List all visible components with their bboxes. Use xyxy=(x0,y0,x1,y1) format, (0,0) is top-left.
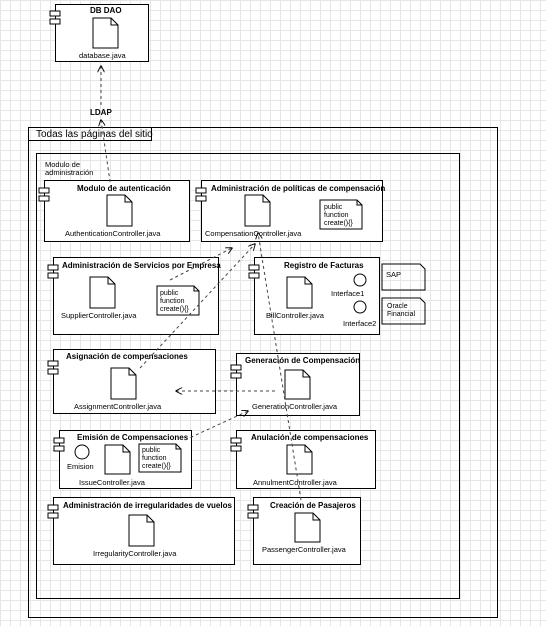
oracle-financial-label: Oracle Financial xyxy=(387,303,416,318)
emision-lollipop xyxy=(74,444,90,460)
irregularity-file-label: IrregularityController.java xyxy=(93,549,177,558)
bill-interface2-label: Interface2 xyxy=(343,319,377,328)
supplier-file-icon xyxy=(89,276,116,309)
compensation-code-note: public function create(){} xyxy=(324,204,353,227)
assignment-to-compensation-connector xyxy=(139,244,255,369)
supplier-code-note: public function create(){} xyxy=(160,290,189,313)
passenger-title: Creación de Pasajeros xyxy=(270,501,356,510)
auth-file-label: AuthenticationController.java xyxy=(65,229,161,238)
annulment-file-icon xyxy=(286,444,313,475)
db-dao-component-icon xyxy=(49,10,61,17)
bill-component-icon xyxy=(248,264,260,271)
compensation-note-box xyxy=(319,199,363,230)
assignment-file-label: AssignmentController.java xyxy=(74,402,162,411)
component-supplier[interactable] xyxy=(53,257,219,335)
auth-component-icon xyxy=(38,187,50,194)
irregularity-title: Administración de irregularidades de vue… xyxy=(63,501,232,510)
issue-file-label: IssueController.java xyxy=(79,478,145,487)
annulment-component-icon xyxy=(230,437,242,444)
passenger-file-label: PassengerController.java xyxy=(262,545,346,554)
generation-title: Generación de Compensación xyxy=(245,356,361,365)
admin-package-title: Modulo de administración xyxy=(45,160,94,177)
generation-file-icon xyxy=(284,369,311,400)
component-compensation[interactable] xyxy=(201,180,383,242)
sap-note-box xyxy=(381,263,426,291)
db-dao-file-label: database.java xyxy=(79,51,126,60)
assignment-file-icon xyxy=(110,367,137,400)
supplier-to-compensation-connector xyxy=(169,248,232,281)
compensation-file-label: CompensationController.java xyxy=(205,229,302,238)
issue-file-icon xyxy=(104,444,131,475)
interface2-lollipop xyxy=(353,300,367,314)
issue-code-note: public function create(){} xyxy=(142,447,171,470)
generation-component-icon xyxy=(230,364,242,371)
bill-title: Registro de Facturas xyxy=(284,261,364,270)
supplier-file-label: SupplierController.java xyxy=(61,311,137,320)
issue-note-box xyxy=(138,443,182,473)
issue-title: Emisión de Compensaciones xyxy=(77,433,189,442)
assignment-component-icon xyxy=(47,360,59,367)
database-file-icon xyxy=(92,17,119,49)
site-package-tab xyxy=(28,127,152,141)
compensation-title: Administración de políticas de compensac… xyxy=(211,184,386,193)
bill-file-label: BillController.java xyxy=(266,311,324,320)
issue-to-generation-connector xyxy=(184,411,248,441)
annulment-title: Anulación de compensaciones xyxy=(251,433,369,442)
generation-file-label: GenerationController.java xyxy=(252,402,338,411)
bill-interface1-label: Interface1 xyxy=(331,289,365,298)
passenger-component-icon xyxy=(247,504,259,511)
auth-file-icon xyxy=(106,194,133,227)
irregularity-component-icon xyxy=(47,504,59,511)
site-package xyxy=(28,127,498,618)
sap-label: SAP xyxy=(386,270,402,279)
passenger-file-icon xyxy=(294,512,321,543)
compensation-component-icon xyxy=(195,187,207,194)
db-dao-title: DB DAO xyxy=(90,6,122,15)
auth-to-ldap-connector xyxy=(101,120,112,189)
interface1-lollipop xyxy=(353,273,367,287)
supplier-title: Administración de Servicios por Empresa xyxy=(62,261,221,270)
oracle-note-box xyxy=(381,297,426,325)
issue-component-icon xyxy=(53,437,65,444)
irregularity-file-icon xyxy=(128,514,155,547)
bill-file-icon xyxy=(286,276,313,309)
annulment-file-label: AnnulmentController.java xyxy=(253,478,337,487)
compensation-file-icon xyxy=(244,194,271,227)
ldap-label: LDAP xyxy=(90,108,112,117)
supplier-note-box xyxy=(156,285,200,316)
admin-package xyxy=(36,153,460,599)
assignment-title: Asignación de compensaciones xyxy=(66,352,188,361)
auth-title: Modulo de autenticación xyxy=(77,184,171,193)
site-package-title: Todas las páginas del sitio xyxy=(36,129,153,140)
issue-emision-label: Emision xyxy=(67,462,94,471)
supplier-component-icon xyxy=(47,264,59,271)
component-bill[interactable] xyxy=(254,257,380,335)
